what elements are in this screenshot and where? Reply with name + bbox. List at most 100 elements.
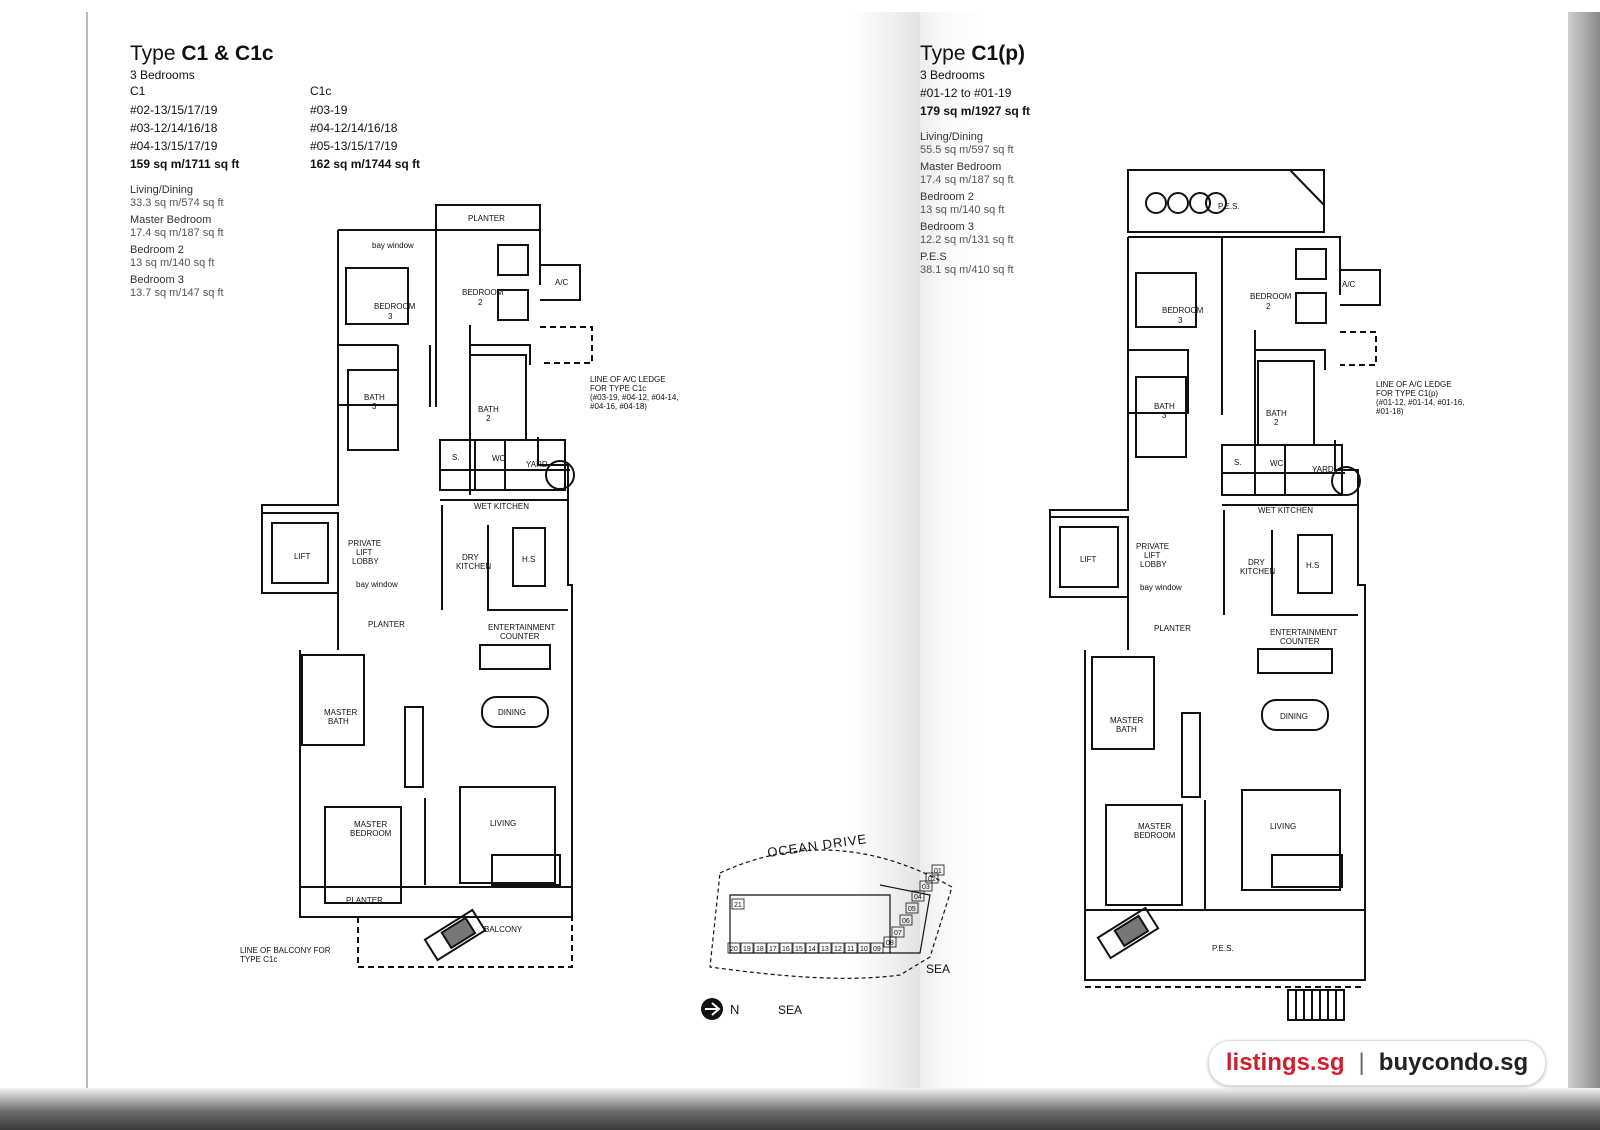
site-unit-box <box>831 942 845 954</box>
label-bath-2-num: 2 <box>486 414 491 423</box>
site-unit-box <box>911 890 925 902</box>
label-living: LIVING <box>490 819 516 828</box>
label-dining: DINING <box>1280 712 1308 721</box>
area-room: Bedroom 3 <box>920 221 974 233</box>
label-lift-lobby: PRIVATE <box>348 539 381 548</box>
c1-label: C1 <box>130 84 146 98</box>
label-bath-2: BATH <box>1266 409 1287 418</box>
label-lift: LIFT <box>294 552 311 561</box>
right-unit-header: Type C1(p) 3 Bedrooms #01-12 to #01-19 1… <box>920 42 1240 119</box>
site-unit-box <box>899 914 913 926</box>
site-unit-number: 06 <box>902 918 910 925</box>
label-dry-kitchen: DRY <box>1248 558 1265 567</box>
right-floor-plan: P.E.S. BEDROOM 3 BEDROOM 2 A/C BATH 3 BA… <box>1049 169 1465 1021</box>
c1c-unit-list: C1c #03-19 #04-12/14/16/18 #05-13/15/17/… <box>310 84 480 172</box>
area-room: Living/Dining <box>920 131 983 143</box>
area-room: Bedroom 2 <box>130 244 184 256</box>
label-bedroom-3: BEDROOM <box>374 302 416 311</box>
scan-bottom-edge <box>0 1088 1600 1130</box>
label-bath-2-num: 2 <box>1274 418 1279 427</box>
site-unit-number: 12 <box>834 946 842 953</box>
north-arrow-icon <box>701 998 723 1020</box>
label-balcony: BALCONY <box>484 925 523 934</box>
site-unit-box <box>883 936 897 948</box>
label-balcony-note: TYPE C1c <box>240 955 277 964</box>
site-unit-number: 17 <box>769 946 777 953</box>
site-unit-number: 02 <box>928 876 936 883</box>
label-living: LIVING <box>1270 822 1296 831</box>
label-store: S. <box>1234 458 1242 467</box>
label-bedroom-3: BEDROOM <box>1162 306 1204 315</box>
site-unit-box <box>792 942 806 954</box>
label-ledge-note: #04-16, #04-18) <box>590 402 647 411</box>
label-wet-kitchen: WET KITCHEN <box>1258 506 1313 515</box>
right-bedrooms: 3 Bedrooms <box>920 68 985 82</box>
label-master-bedroom: MASTER <box>354 820 388 829</box>
label-bath-2: BATH <box>478 405 499 414</box>
site-unit-number: 10 <box>860 946 868 953</box>
label-master-bath: MASTER <box>1110 716 1144 725</box>
site-unit-number: 20 <box>730 946 738 953</box>
label-bedroom-3-num: 3 <box>1178 316 1183 325</box>
site-unit-number: 04 <box>914 894 922 901</box>
left-floor-plan: PLANTER bay window BEDROOM 3 BEDROOM 2 A… <box>240 204 679 968</box>
c1c-label: C1c <box>310 84 332 98</box>
watermark-listings: listings.sg <box>1225 1049 1345 1076</box>
label-ac: A/C <box>555 278 569 287</box>
left-title-prefix: Type <box>130 42 176 65</box>
label-wet-kitchen: WET KITCHEN <box>474 502 529 511</box>
site-unit-number: 15 <box>795 946 803 953</box>
label-north: N <box>730 1002 739 1017</box>
site-unit-number: 13 <box>821 946 829 953</box>
area-room: Bedroom 2 <box>920 191 974 203</box>
area-size: 33.3 sq m/574 sq ft <box>130 197 224 209</box>
site-unit-number: 01 <box>934 868 942 875</box>
label-bedroom-2: BEDROOM <box>462 288 504 297</box>
label-ocean-drive: OCEAN DRIVE <box>766 831 868 860</box>
label-entertainment: COUNTER <box>500 632 540 641</box>
label-master-bedroom: BEDROOM <box>1134 831 1176 840</box>
label-pes: P.E.S. <box>1212 944 1234 953</box>
site-unit-box <box>844 942 858 954</box>
label-dry-kitchen: KITCHEN <box>456 562 491 571</box>
site-unit-box <box>891 926 905 938</box>
c1-unit: #03-12/14/16/18 <box>130 121 218 135</box>
site-unit-number: 07 <box>894 930 902 937</box>
right-title: Type C1(p) <box>920 42 1240 66</box>
label-planter: PLANTER <box>1154 624 1191 633</box>
label-lift: LIFT <box>1080 555 1097 564</box>
label-wc: WC <box>492 454 506 463</box>
site-unit-box <box>740 942 754 954</box>
label-ac: A/C <box>1342 280 1356 289</box>
c1c-unit: #05-13/15/17/19 <box>310 139 398 153</box>
scan-top-edge <box>0 0 1600 14</box>
watermark-separator: | <box>1358 1049 1365 1076</box>
label-bath-3-num: 3 <box>1162 411 1167 420</box>
label-entertainment: ENTERTAINMENT <box>488 623 555 632</box>
label-bath-3: BATH <box>364 393 385 402</box>
area-room: Master Bedroom <box>920 161 1002 173</box>
site-unit-box <box>805 942 819 954</box>
label-balcony-note: LINE OF BALCONY FOR <box>240 946 331 955</box>
left-title-type: C1 & C1c <box>181 42 274 65</box>
watermark-buycondo: buycondo.sg <box>1378 1049 1529 1076</box>
area-size: 17.4 sq m/187 sq ft <box>920 174 1014 186</box>
site-unit-box <box>905 902 919 914</box>
site-unit-number: 16 <box>782 946 790 953</box>
area-room: Bedroom 3 <box>130 274 184 286</box>
c1-unit: #04-13/15/17/19 <box>130 139 218 153</box>
site-unit-number: 14 <box>808 946 816 953</box>
site-unit-box <box>727 942 741 954</box>
label-lift-lobby: LIFT <box>1144 551 1161 560</box>
site-unit-number: 19 <box>743 946 751 953</box>
right-title-prefix: Type <box>920 42 966 65</box>
label-planter: PLANTER <box>346 896 383 905</box>
label-yard: YARD <box>526 460 548 469</box>
c1c-unit: #03-19 <box>310 103 348 117</box>
right-title-type: C1(p) <box>971 42 1026 65</box>
label-bedroom-3-num: 3 <box>388 312 393 321</box>
book-spine-shadow <box>850 12 920 1092</box>
site-unit-number: 05 <box>908 906 916 913</box>
c1-unit-list: C1 #02-13/15/17/19 #03-12/14/16/18 #04-1… <box>130 84 300 172</box>
